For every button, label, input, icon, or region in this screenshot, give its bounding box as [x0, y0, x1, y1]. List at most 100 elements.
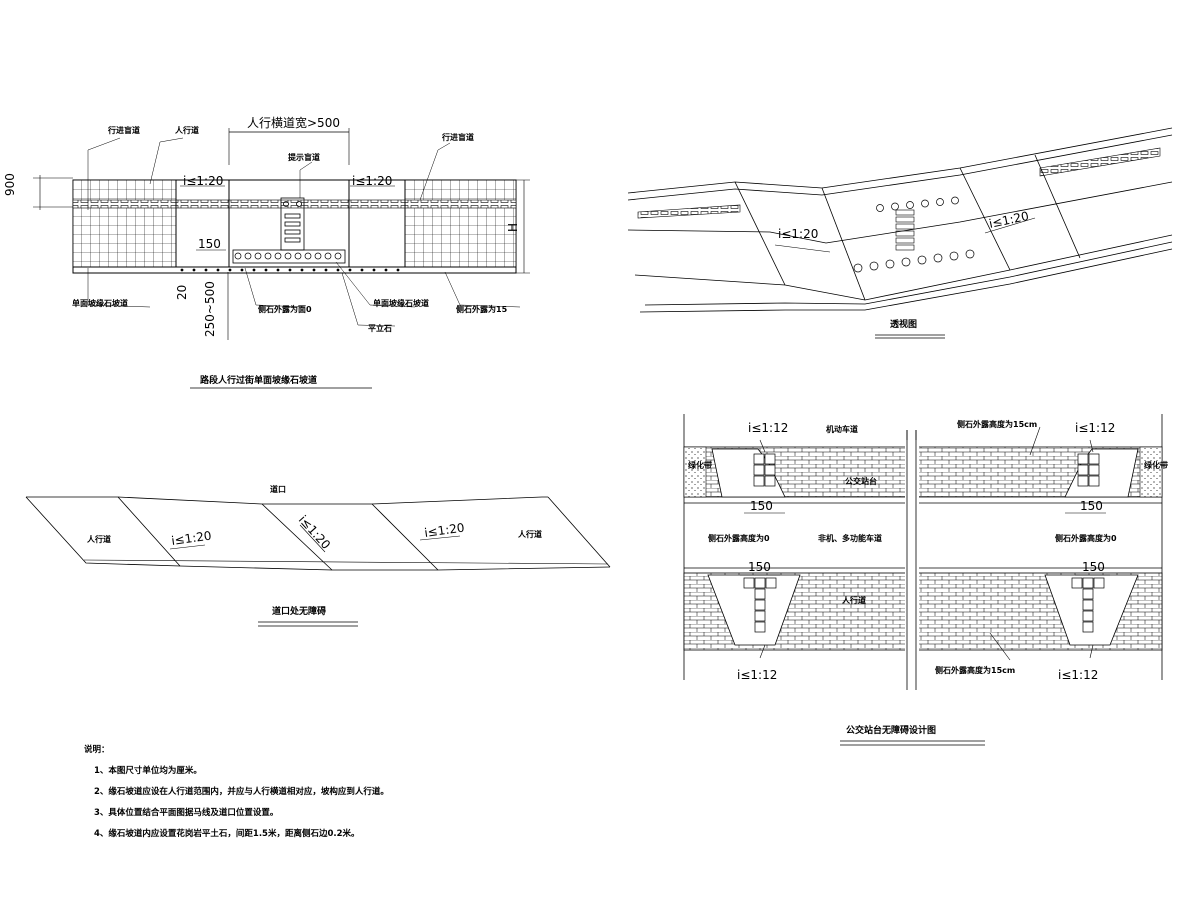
tactile-bar [895, 230, 915, 237]
warning-tactile-tiles [232, 197, 346, 264]
label-bus-platform: 公交站台 [845, 476, 877, 486]
tactile-dot [304, 252, 312, 260]
tactile-bar [895, 209, 915, 216]
tactile-dot [294, 252, 302, 260]
curb-dot [288, 268, 292, 272]
tactile-dot [264, 252, 272, 260]
tactile-dot [244, 252, 252, 260]
section-entrance-ramp: 道口 人行道 人行道 i≤1:20 i≤1:20 i≤1:20 道口处无障碍 [25, 484, 611, 627]
bus-stop-tactile [743, 453, 1105, 633]
tactile-dot [876, 204, 884, 212]
tactile-tile [1077, 464, 1089, 476]
tactile-dot [951, 196, 959, 205]
curb-dot [180, 268, 184, 272]
label-sidewalk-left: 人行道 [87, 534, 111, 544]
label-blind-path-right: 行进盲道 [441, 132, 474, 142]
curb-dot [252, 268, 256, 272]
curb-dot [216, 268, 220, 272]
label-sidewalk: 人行道 [175, 125, 199, 135]
tactile-dot [334, 252, 342, 260]
dim-H: H [506, 223, 520, 232]
title-entrance: 道口处无障碍 [272, 605, 326, 617]
tactile-dot [885, 259, 895, 269]
tactile-tile [754, 599, 766, 611]
entrance-slope-1: i≤1:20 [170, 528, 212, 547]
label-sidewalk-right: 人行道 [518, 529, 542, 539]
tactile-dot [891, 202, 899, 211]
curb-dot [336, 268, 340, 272]
bus-slope-bottom-right: i≤1:12 [1058, 668, 1098, 682]
note-2: 2、缘石坡道应设在人行道范围内，并应与人行横道相对应，坡构应到人行道。 [94, 787, 389, 797]
tactile-dot [936, 198, 944, 206]
tactile-tile [1088, 453, 1100, 465]
dim-150-b: 150 [1080, 499, 1103, 513]
tactile-tile [764, 475, 776, 487]
label-flat-curb-stone: 平立石 [368, 323, 392, 333]
section-perspective: i≤1:20 i≤1:20 透视图 [627, 127, 1173, 339]
tactile-dot [314, 252, 322, 260]
tactile-dot [917, 255, 927, 265]
label-single-ramp-right: 单面坡缘石坡道 [373, 298, 429, 308]
tactile-bar [895, 244, 915, 251]
label-crossing-width: 人行横道宽>500 [247, 115, 340, 130]
tactile-dot [284, 252, 292, 260]
curb-dot [396, 268, 400, 272]
dim-150-a: 150 [750, 499, 773, 513]
perspective-slope-right: i≤1:20 [988, 209, 1030, 231]
section-bus-stop: i≤1:12 i≤1:12 i≤1:12 i≤1:12 机动车道 侧石外露高度为… [683, 414, 1168, 746]
notes-heading: 说明： [84, 745, 110, 755]
tactile-tile [1071, 577, 1083, 589]
bus-slope-top-right: i≤1:12 [1075, 421, 1115, 435]
tactile-tile [754, 577, 766, 589]
label-warning-blind-path: 提示盲道 [288, 152, 320, 162]
tactile-dot [949, 251, 959, 261]
tactile-tile [1088, 475, 1100, 487]
label-curb-15-bottom: 侧石外露高度为15cm [935, 665, 1015, 675]
label-slope-right: i≤1:20 [352, 174, 392, 188]
tactile-tile [754, 588, 766, 600]
tactile-tile [1093, 577, 1105, 589]
label-curb-15-top: 侧石外露高度为15cm [957, 419, 1037, 429]
tactile-tile [1082, 588, 1094, 600]
note-1: 1、本图尺寸单位均为厘米。 [94, 766, 202, 776]
bus-slope-bottom-left: i≤1:12 [737, 668, 777, 682]
tactile-tile [764, 464, 776, 476]
label-curb-exposed-0: 侧石外露为面0 [258, 304, 312, 314]
tactile-dot [234, 252, 242, 260]
curb-dot [312, 268, 316, 272]
curb-dot [324, 268, 328, 272]
label-curb-exposed-15: 侧石外露为15 [456, 304, 508, 314]
section-crossing-ramp: 行进盲道 人行道 人行横道宽>500 提示盲道 行进盲道 i≤1:20 i≤1:… [3, 115, 530, 389]
tactile-dot [901, 257, 911, 267]
perspective-tactile [853, 196, 975, 273]
tactile-tile [1077, 453, 1089, 465]
tactile-dot [274, 252, 282, 260]
tactile-dot [324, 252, 332, 260]
title-perspective: 透视图 [890, 318, 917, 330]
tactile-dot [933, 253, 943, 263]
curb-dot [360, 268, 364, 272]
tactile-dot [965, 249, 975, 259]
tactile-tile [1082, 599, 1094, 611]
entrance-slope-3: i≤1:20 [423, 520, 465, 539]
tactile-bar [895, 223, 915, 230]
tactile-tile [743, 577, 755, 589]
curb-dot [384, 268, 388, 272]
tactile-tile [753, 464, 765, 476]
curb-dot [348, 268, 352, 272]
label-nonmotor-lane: 非机、多功能车道 [818, 533, 882, 543]
tactile-tile [1082, 610, 1094, 622]
curb-dot [192, 268, 196, 272]
tactile-bar [895, 216, 915, 223]
label-curb-0-left: 侧石外露高度为0 [708, 533, 770, 543]
title-bus-stop: 公交站台无障碍设计图 [846, 724, 936, 736]
curb-dot [240, 268, 244, 272]
dim-900: 900 [3, 173, 17, 196]
note-4: 4、缘石坡道内应设置花岗岩平土石，间距1.5米，距离侧石边0.2米。 [94, 829, 360, 839]
tactile-tile [1077, 475, 1089, 487]
tactile-tile [764, 453, 776, 465]
tactile-dot [906, 201, 914, 209]
curb-dot [264, 268, 268, 272]
label-green-left: 绿化带 [688, 460, 712, 470]
